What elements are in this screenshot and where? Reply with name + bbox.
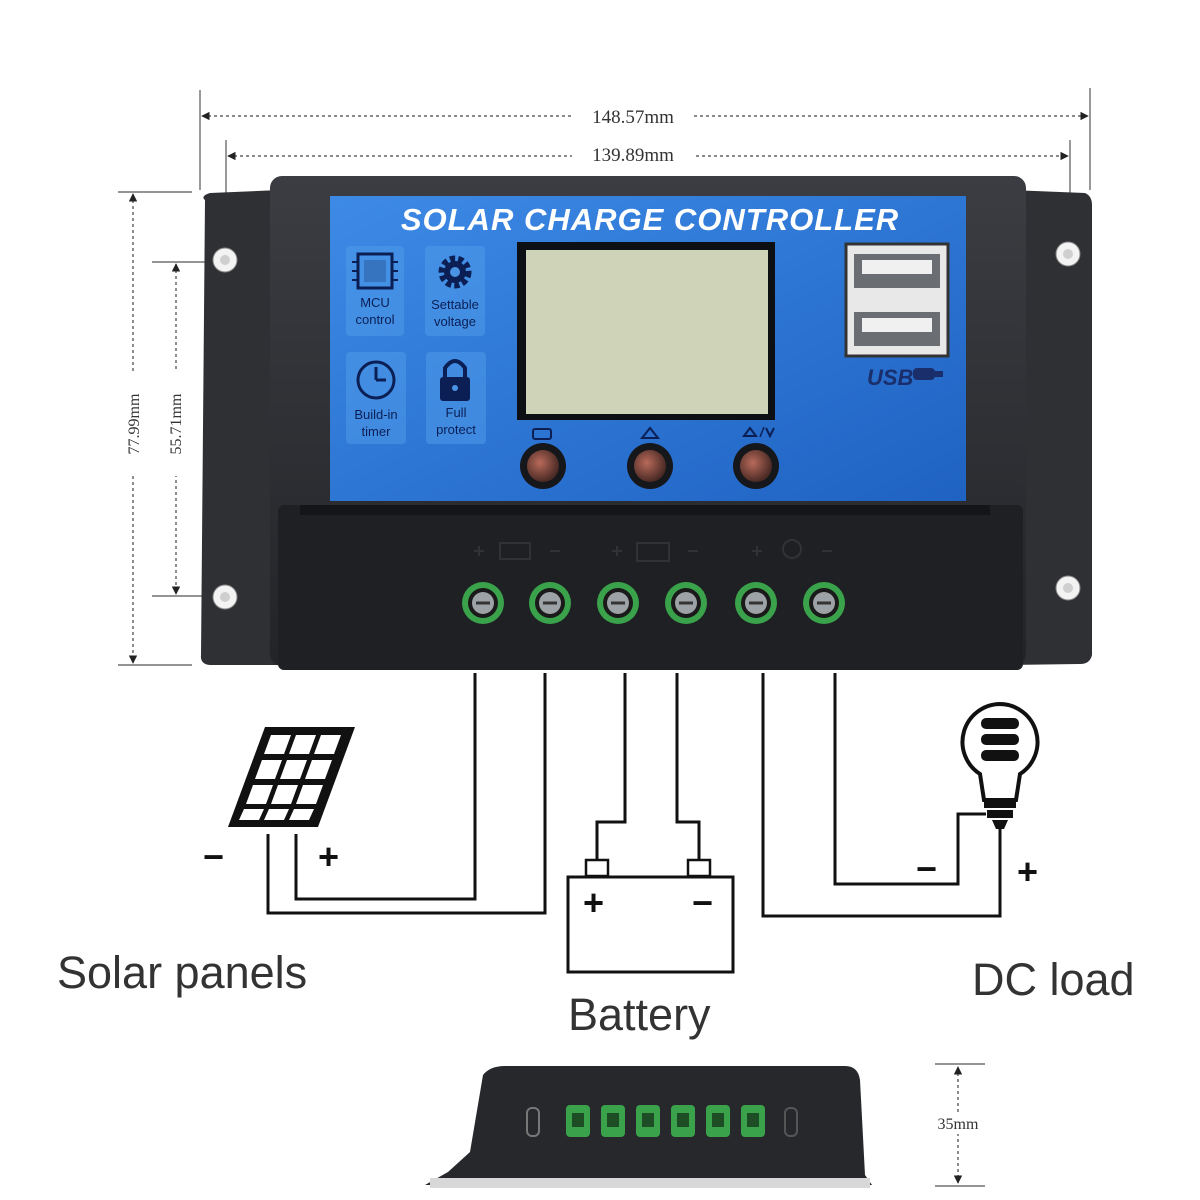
- clock-icon: [356, 360, 396, 400]
- feature-voltage-line1: Settable: [431, 297, 479, 312]
- screw-terminal[interactable]: [597, 582, 639, 624]
- up-down-icon: [742, 426, 775, 439]
- dim-inner-width-label: 139.89mm: [592, 145, 674, 166]
- dim-depth-label: 35mm: [938, 1116, 979, 1133]
- screw-terminal[interactable]: [735, 582, 777, 624]
- faceplate: SOLAR CHARGE CONTROLLER MCU control: [330, 196, 966, 501]
- mount-hole: [1055, 575, 1081, 601]
- dc-load-label: DC load: [972, 954, 1135, 1005]
- lcd-display: [517, 242, 775, 420]
- solar-panels-label: Solar panels: [57, 947, 307, 998]
- feature-mcu-line2: control: [355, 312, 394, 327]
- side-terminals: [566, 1105, 765, 1137]
- usb-ports[interactable]: [844, 242, 950, 358]
- panel-title: SOLAR CHARGE CONTROLLER: [401, 202, 899, 237]
- solar-panel-icon: [228, 727, 355, 827]
- light-bulb-icon: [960, 701, 1040, 829]
- dim-inner-height-label: 55.71mm: [168, 393, 185, 454]
- dim-outer-width-label: 148.57mm: [592, 107, 674, 128]
- lock-icon: [440, 359, 470, 401]
- dimension-depth: 35mm: [928, 1063, 988, 1187]
- load-plus-sign: +: [1017, 851, 1038, 892]
- battery-icon: [566, 858, 735, 974]
- mount-hole: [1055, 241, 1081, 267]
- battery-plus-sign: +: [583, 882, 604, 923]
- battery-label: Battery: [568, 989, 711, 1040]
- feature-voltage: Settable voltage: [425, 246, 485, 336]
- dim-outer-height-label: 77.99mm: [126, 393, 143, 454]
- chip-icon: [352, 252, 398, 290]
- load-minus-sign: −: [916, 848, 937, 889]
- feature-timer-line1: Build-in: [354, 407, 397, 422]
- feature-mcu-line1: MCU: [360, 295, 390, 310]
- dimension-outer-width: 148.57mm: [199, 88, 1091, 190]
- up-button-cap[interactable]: [634, 450, 666, 482]
- battery-minus-sign: −: [692, 882, 713, 923]
- feature-voltage-line2: voltage: [434, 314, 476, 329]
- feature-mcu: MCU control: [346, 246, 404, 336]
- up-icon: [639, 426, 661, 439]
- solar-plus-sign: +: [318, 836, 339, 877]
- menu-icon: [532, 428, 552, 440]
- usb-label: USB: [867, 365, 914, 390]
- screw-terminal[interactable]: [462, 582, 504, 624]
- dimension-inner-height: 55.71mm: [152, 261, 230, 597]
- mount-hole: [212, 584, 238, 610]
- dimension-outer-height: 77.99mm: [118, 191, 192, 666]
- solar-minus-sign: −: [203, 836, 224, 877]
- feature-timer: Build-in timer: [346, 352, 406, 444]
- terminals: [462, 582, 845, 624]
- dimension-inner-width: 139.89mm: [225, 140, 1071, 240]
- feature-timer-line2: timer: [362, 424, 392, 439]
- feature-protect: Full protect: [426, 352, 486, 444]
- screw-terminal[interactable]: [665, 582, 707, 624]
- feature-protect-line1: Full: [446, 405, 467, 420]
- terminal-symbols: [474, 539, 832, 562]
- gear-icon: [438, 255, 472, 289]
- wiring: [266, 673, 1002, 918]
- screw-terminal[interactable]: [529, 582, 571, 624]
- side-view: [425, 1066, 872, 1188]
- usb-plug-icon: [913, 368, 935, 380]
- down-button-cap[interactable]: [740, 450, 772, 482]
- menu-button-cap[interactable]: [527, 450, 559, 482]
- screw-terminal[interactable]: [803, 582, 845, 624]
- mount-hole: [212, 247, 238, 273]
- feature-protect-line2: protect: [436, 422, 476, 437]
